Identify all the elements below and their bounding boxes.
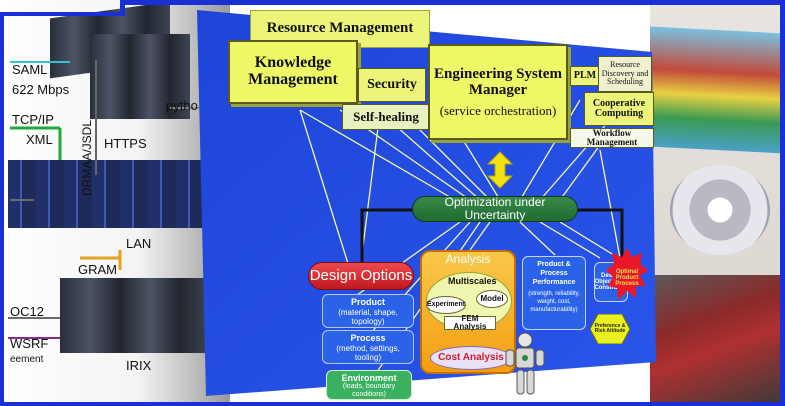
- server-rack-bottom: [60, 278, 210, 353]
- label-gram: GRAM: [78, 262, 117, 277]
- server-rack-blue: [8, 160, 208, 228]
- knowledge-management-box: Knowledge Management: [228, 40, 358, 104]
- preference-risk-attitude: Preference & Risk Attitude: [594, 322, 626, 334]
- performance-sub: (strength, reliability, weight, cost, ma…: [528, 291, 580, 313]
- optimal-burst: [606, 248, 648, 300]
- process-title: Process: [350, 333, 386, 343]
- cooperative-computing-box: Cooperative Computing: [584, 92, 654, 126]
- label-python: pytho: [166, 98, 198, 113]
- frame-bottom: [0, 402, 785, 406]
- frame-top: [120, 0, 785, 5]
- esm-subtitle: (service orchestration): [439, 102, 557, 118]
- design-options-title: Design Options: [308, 262, 414, 290]
- server-rack-top2: [90, 34, 190, 119]
- process-box: Process (method, settings, tooling): [322, 330, 414, 364]
- resource-discovery-box: Resource Discovery and Scheduling: [598, 56, 652, 92]
- label-lan: LAN: [126, 236, 152, 251]
- cost-analysis-ellipse: Cost Analysis: [430, 346, 512, 370]
- esm-box: Engineering System Manager (service orch…: [428, 44, 568, 140]
- model-ellipse: Model: [476, 290, 508, 308]
- esm-title: Engineering System Manager: [434, 65, 562, 99]
- product-title: Product: [350, 297, 385, 307]
- workflow-management-box: Workflow Management: [570, 128, 654, 148]
- product-sub: (material, shape, topology): [338, 308, 398, 326]
- frame-left: [0, 12, 125, 16]
- frame-right-edge: [780, 0, 785, 406]
- security-box: Security: [358, 68, 426, 102]
- experiment-ellipse: Experiment: [426, 296, 466, 314]
- multiscales-label: Multiscales: [448, 276, 497, 286]
- label-agreement: eement: [10, 354, 44, 365]
- environment-title: Environment: [341, 373, 397, 383]
- product-box: Product (material, shape, topology): [322, 294, 414, 328]
- optimization-under-uncertainty: Optimization under Uncertainty: [412, 196, 578, 222]
- left-network-collage: SAML 622 Mbps TCP/IP XML DRMAA/JSDL HTTP…: [0, 0, 230, 406]
- analysis-title: Analysis: [445, 251, 491, 266]
- label-xml: XML: [26, 132, 53, 147]
- preference-hexagon: [590, 314, 630, 344]
- right-simulation-collage: [650, 0, 785, 406]
- label-tcpip: TCP/IP: [12, 112, 54, 127]
- car-crash-image: [650, 275, 785, 406]
- optimal-product-process: Optimal Product Process: [615, 268, 639, 288]
- environment-sub: (loads, boundary conditions): [342, 383, 396, 398]
- robot-figure: [505, 332, 545, 395]
- environment-box: Environment (loads, boundary conditions): [326, 370, 412, 400]
- label-https: HTTPS: [104, 136, 147, 151]
- performance-box: Product & Process Performance (strength,…: [522, 256, 586, 330]
- frame-top-left: [120, 0, 125, 12]
- plm-box: PLM: [570, 66, 600, 86]
- label-wsrf: WSRF: [10, 336, 49, 351]
- frame-left-edge: [0, 12, 4, 406]
- process-sub: (method, settings, tooling): [336, 344, 400, 362]
- self-healing-box: Self-healing: [342, 104, 430, 130]
- label-irix: IRIX: [126, 358, 152, 373]
- turbine-disk-image: [670, 165, 770, 255]
- fem-analysis-box: FEM Analysis: [444, 314, 496, 331]
- performance-title: Product & Process Performance: [532, 261, 576, 286]
- label-saml: SAML: [12, 62, 48, 77]
- label-oc12: OC12: [10, 304, 44, 319]
- label-622mbps: 622 Mbps: [12, 82, 70, 97]
